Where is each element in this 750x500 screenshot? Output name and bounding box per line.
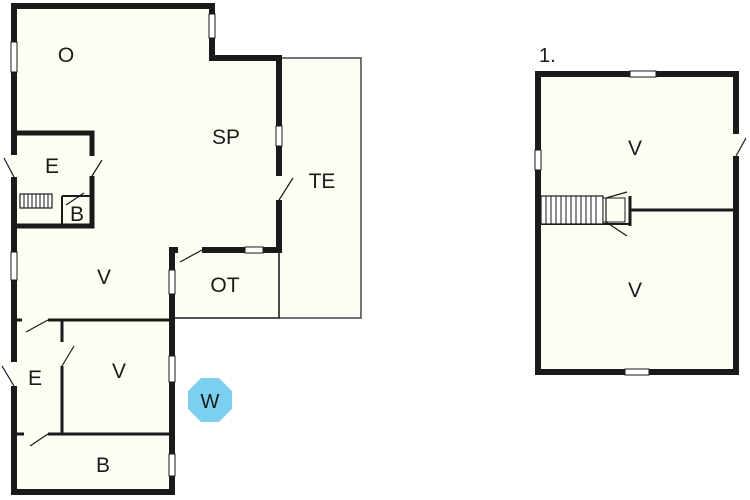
- room-label-b-upper: B: [70, 203, 84, 226]
- room-label-b-lower: B: [96, 454, 110, 477]
- stair-small: [19, 193, 53, 209]
- room-label-sp: SP: [212, 126, 240, 149]
- door-upper-right: [732, 134, 747, 157]
- upper-bath-wall: [14, 130, 95, 229]
- compass-marker: W: [188, 378, 232, 422]
- room-label-o: O: [58, 44, 74, 67]
- floor-label-upper: 1.: [539, 45, 556, 67]
- compass-label: W: [201, 391, 220, 413]
- doors-upper: [602, 191, 628, 237]
- room-label-e-upper: E: [45, 155, 59, 178]
- compass-octagon: [188, 378, 232, 422]
- room-label-v-bottom: V: [628, 279, 642, 302]
- room-label-e-lower: E: [28, 367, 42, 390]
- room-label-v-lower: V: [112, 360, 126, 383]
- room-label-te: TE: [309, 170, 336, 193]
- room-label-v-top: V: [628, 137, 642, 160]
- ot-room-wall: [172, 250, 280, 319]
- terrace-area: [278, 57, 362, 319]
- room-label-v-main: V: [97, 266, 111, 289]
- stair-upper: [540, 195, 604, 225]
- upper-floor: 1.: [534, 45, 747, 376]
- windows-upper: [534, 70, 657, 376]
- ot-room-fill: [172, 250, 279, 318]
- ground-floor: O SP TE E B V OT E V B: [1, 3, 362, 495]
- room-label-ot: OT: [210, 274, 239, 297]
- doors-ground: [1, 155, 294, 447]
- ground-floor-fill: [14, 6, 279, 492]
- windows-ground: [10, 13, 283, 477]
